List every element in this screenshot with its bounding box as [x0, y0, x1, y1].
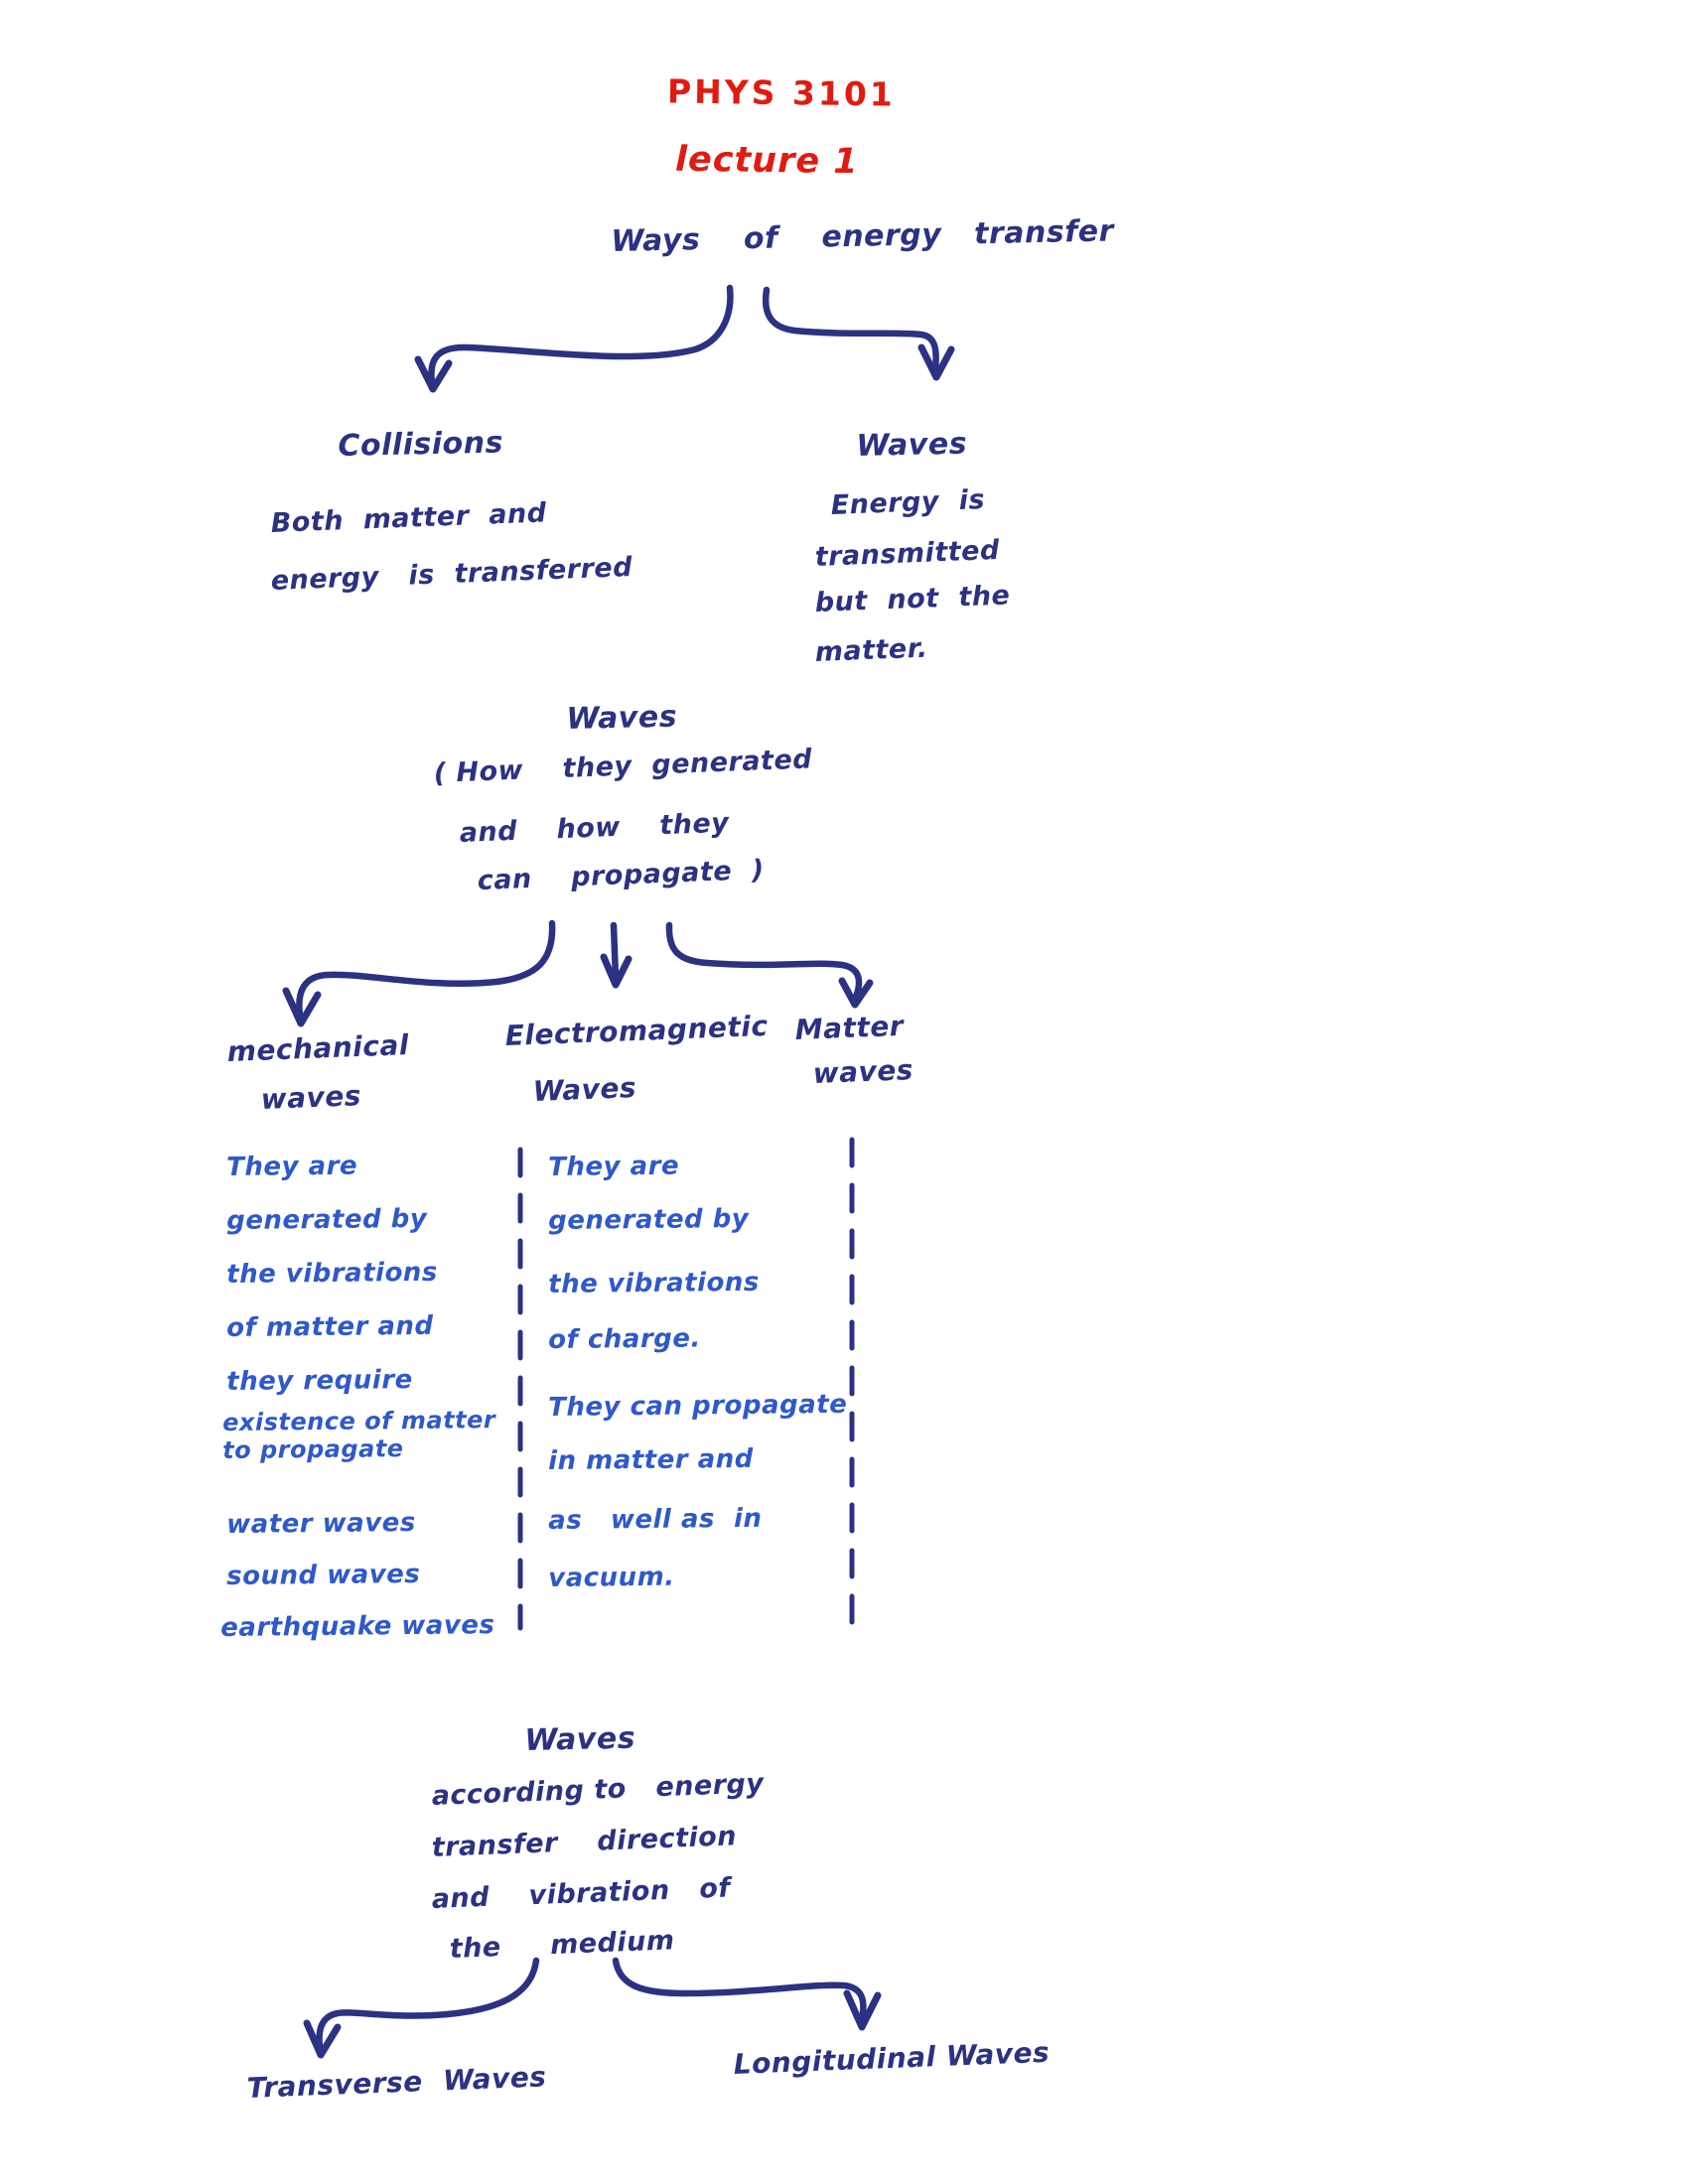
top-root-label: Ways of energy transfer — [611, 213, 1115, 259]
mechanical-desc-line-5: they require — [226, 1365, 413, 1397]
mechanical-desc-line-3: the vibrations — [226, 1257, 438, 1290]
electromagnetic-desc-line-5: They can propagate — [548, 1389, 848, 1423]
electromagnetic-desc-line-4: of charge. — [548, 1323, 701, 1355]
category-mechanical-label-1: mechanical — [226, 1027, 410, 1068]
category-matter-label-2: waves — [812, 1053, 914, 1090]
category-mechanical-label-2: waves — [260, 1079, 362, 1116]
collisions-title: Collisions — [338, 425, 504, 464]
bottom-root-line-4: the medium — [449, 1925, 676, 1965]
mechanical-desc-line-1: They are — [226, 1151, 358, 1182]
bottom-root-line-2: transfer direction — [431, 1821, 738, 1863]
electromagnetic-desc-line-7: as well as in — [548, 1503, 763, 1536]
longitudinal-waves-label: Longitudinal Waves — [733, 2035, 1051, 2081]
middle-root-line-2: and how they — [459, 807, 730, 849]
arrow-to-transverse — [316, 1957, 540, 2051]
mechanical-desc-line-2: generated by — [226, 1203, 428, 1236]
arrow-to-longitudinal-head — [843, 1989, 882, 2031]
arrow-to-matter-waves — [665, 921, 863, 1001]
arrow-to-electromagnetic-head — [600, 953, 633, 989]
transverse-waves-label: Transverse Waves — [246, 2060, 547, 2105]
arrow-to-mechanical-head — [282, 987, 322, 1027]
waves-line-3: but not the — [814, 580, 1011, 618]
middle-root-title: Waves — [566, 699, 678, 737]
arrow-to-waves-head — [917, 343, 955, 381]
mechanical-example-1: water waves — [226, 1508, 416, 1540]
middle-root-line-3: can propagate ) — [477, 854, 766, 896]
arrow-to-waves — [762, 286, 939, 373]
electromagnetic-desc-line-2: generated by — [548, 1203, 750, 1236]
middle-root-line-1: ( How they generated — [433, 744, 813, 789]
lecture-label: lecture 1 — [674, 139, 859, 183]
arrow-to-transverse-head — [303, 2019, 342, 2059]
category-electromagnetic-label-1: Electromagnetic — [504, 1009, 770, 1052]
waves-line-2: transmitted — [814, 534, 1001, 573]
arrow-to-matter-waves-head — [838, 977, 874, 1009]
arrow-to-collisions — [428, 284, 734, 386]
arrow-to-mechanical — [296, 919, 556, 1019]
arrow-to-electromagnetic — [610, 921, 620, 982]
waves-title: Waves — [856, 426, 968, 464]
mechanical-desc-line-4: of matter and — [226, 1310, 434, 1343]
electromagnetic-desc-line-3: the vibrations — [548, 1267, 760, 1299]
waves-line-1: Energy is — [830, 484, 986, 521]
collisions-line-1: Both matter and — [270, 497, 548, 539]
bottom-root-line-1: according to energy — [431, 1768, 765, 1812]
collisions-line-2: energy is transferred — [270, 552, 633, 597]
bottom-root-line-3: and vibration of — [431, 1872, 732, 1915]
category-matter-label-1: Matter — [794, 1009, 905, 1046]
course-code-title: PHYS 3101 — [666, 71, 897, 114]
electromagnetic-desc-line-1: They are — [548, 1151, 680, 1182]
mechanical-desc-line-7: to propagate — [222, 1434, 404, 1464]
waves-line-4: matter. — [814, 632, 928, 668]
bottom-root-title: Waves — [524, 1720, 636, 1758]
electromagnetic-desc-line-8: vacuum. — [548, 1562, 675, 1593]
mechanical-example-2: sound waves — [226, 1559, 421, 1591]
electromagnetic-desc-line-6: in matter and — [548, 1443, 754, 1476]
arrow-to-longitudinal — [612, 1957, 867, 2023]
arrow-to-collisions-head — [414, 355, 453, 393]
mechanical-example-3: earthquake waves — [220, 1610, 495, 1643]
category-electromagnetic-label-2: Waves — [532, 1070, 637, 1108]
